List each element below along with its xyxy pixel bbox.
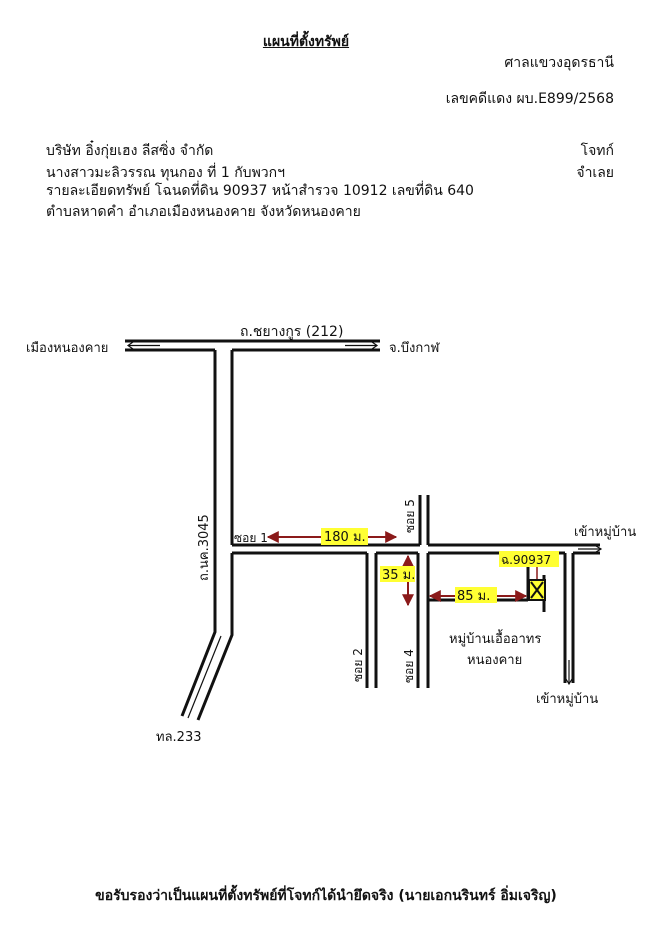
defendant-role: จำเลย (576, 165, 614, 181)
page-title: แผนที่ตั้งทรัพย์ (262, 34, 350, 50)
road-233-label: ทล.233 (156, 730, 201, 745)
certification-text: ขอรับรองว่าเป็นแผนที่ตั้งทรัพย์ที่โจทก์ไ… (95, 888, 557, 904)
to-village-south-label: เข้าหมู่บ้าน (536, 692, 598, 707)
east-destination-label: จ.บึงกาฬ (389, 341, 441, 356)
property-marker-icon (528, 567, 546, 601)
west-destination-label: เมืองหนองคาย (26, 340, 108, 356)
soi-5-label: ซอย 5 (403, 499, 417, 533)
main-road-label: ถ.ชยางกูร (212) (240, 324, 343, 340)
direction-arrows (126, 341, 379, 350)
road-3045-label: ถ.นค.3045 (197, 514, 212, 581)
defendant-name: นางสาวมะลิวรรณ ทุนกอง ที่ 1 กับพวกฯ (46, 165, 285, 181)
highlight-35 (380, 566, 415, 582)
soi-1-label: ซอย 1 (234, 531, 268, 545)
village-arrows (565, 545, 603, 686)
court-name: ศาลแขวงอุดรธานี (504, 55, 614, 71)
highlight-deed (499, 551, 559, 567)
village-name-line2: หนองคาย (467, 653, 522, 668)
case-number: เลขคดีแดง ผบ.E899/2568 (445, 91, 614, 107)
to-village-east-label: เข้าหมู่บ้าน (574, 525, 636, 540)
highlight-180 (321, 528, 368, 545)
highlight-85 (455, 587, 497, 603)
distance-85-label: 85 ม. (457, 589, 490, 604)
road-3045 (180, 350, 234, 721)
soi-4-label: ซอย 4 (402, 649, 416, 683)
plaintiff-name: บริษัท อิ๋งกุ่ยเฮง ลีสซิ่ง จำกัด (46, 143, 214, 159)
soi-2-label: ซอย 2 (351, 648, 365, 682)
distance-35-label: 35 ม. (382, 568, 415, 583)
village-name-line1: หมู่บ้านเอื้ออาทร (449, 629, 541, 647)
property-location: ตำบลหาดคำ อำเภอเมืองหนองคาย จังหวัดหนองค… (46, 204, 361, 220)
plaintiff-role: โจทก์ (580, 143, 614, 159)
soi-2-road (365, 551, 418, 688)
deed-number-label: ฉ.90937 (501, 553, 551, 567)
property-details: รายละเอียดทรัพย์ โฉนดที่ดิน 90937 หน้าสำ… (46, 183, 474, 199)
main-road (125, 339, 380, 352)
distance-180-label: 180 ม. (324, 530, 366, 545)
soi-4-5-road (416, 495, 430, 688)
